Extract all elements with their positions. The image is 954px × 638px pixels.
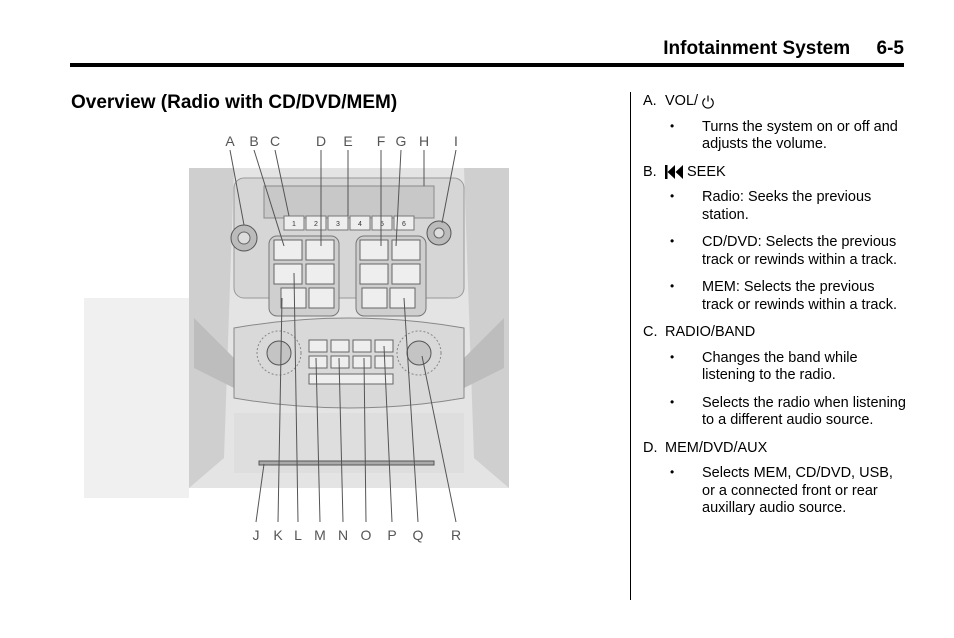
preset-3: 3 bbox=[336, 221, 340, 228]
preset-5: 5 bbox=[380, 221, 384, 228]
item-letter: D. bbox=[643, 439, 658, 456]
figure-label-a: A bbox=[225, 133, 235, 149]
item-label: MEM/DVD/AUX bbox=[665, 439, 768, 456]
bullet-item: •Selects the radio when listening to a d… bbox=[670, 394, 906, 429]
figure-label-o: O bbox=[361, 527, 372, 543]
figure-label-n: N bbox=[338, 527, 348, 543]
figure-label-b: B bbox=[249, 133, 258, 149]
item-a-heading: A. VOL/ bbox=[643, 93, 908, 111]
item-letter: A. bbox=[643, 93, 657, 109]
figure-label-i: I bbox=[454, 133, 458, 149]
header-rule bbox=[70, 63, 904, 67]
item-label: SEEK bbox=[687, 163, 726, 180]
item-letter: B. bbox=[643, 163, 657, 180]
figure-label-q: Q bbox=[413, 527, 424, 543]
preset-1: 1 bbox=[292, 221, 296, 228]
figure-label-m: M bbox=[314, 527, 326, 543]
item-c-heading: C. RADIO/BAND bbox=[643, 324, 908, 342]
item-letter: C. bbox=[643, 324, 658, 340]
item-label: RADIO/BAND bbox=[665, 324, 756, 340]
preset-4: 4 bbox=[358, 221, 362, 228]
bullet-item: •Radio: Seeks the previous station. bbox=[670, 189, 872, 223]
figure-label-h: H bbox=[419, 133, 429, 149]
figure-label-d: D bbox=[316, 133, 326, 149]
preset-6: 6 bbox=[402, 221, 406, 228]
bullet-item: •CD/DVD: Selects the previous track or r… bbox=[670, 234, 898, 268]
figure-label-f: F bbox=[377, 133, 386, 149]
figure-label-j: J bbox=[253, 527, 260, 543]
preset-2: 2 bbox=[314, 221, 318, 228]
figure-label-e: E bbox=[343, 133, 352, 149]
figure-label-c: C bbox=[270, 133, 280, 149]
column-divider bbox=[630, 92, 631, 600]
item-b-heading: B. SEEK bbox=[643, 164, 908, 182]
bullet-item: •Changes the band while listening to the… bbox=[670, 349, 858, 384]
seek-back-icon bbox=[665, 165, 683, 180]
radio-panel-illustration: A B C D E F G H I 1 2 3 4 5 6 bbox=[84, 133, 509, 543]
section-title: Overview (Radio with CD/DVD/MEM) bbox=[71, 92, 398, 113]
figure-label-l: L bbox=[294, 527, 302, 543]
figure-label-k: K bbox=[273, 527, 283, 543]
header-title: Infotainment System 6-5 bbox=[663, 38, 904, 59]
item-label: VOL/ bbox=[665, 93, 699, 109]
bullet-item: •Selects MEM, CD/DVD, USB, or a connecte… bbox=[670, 465, 893, 516]
controls-list: A. VOL/ •Turns the system on or off and … bbox=[643, 93, 908, 528]
figure-label-p: P bbox=[387, 527, 396, 543]
item-d-heading: D. MEM/DVD/AUX bbox=[643, 440, 908, 458]
power-icon bbox=[702, 95, 714, 109]
bullet-item: •MEM: Selects the previous track or rewi… bbox=[670, 279, 898, 313]
figure-label-r: R bbox=[451, 527, 461, 543]
figure-label-g: G bbox=[396, 133, 407, 149]
bullet-item: •Turns the system on or off and adjusts … bbox=[670, 118, 898, 153]
